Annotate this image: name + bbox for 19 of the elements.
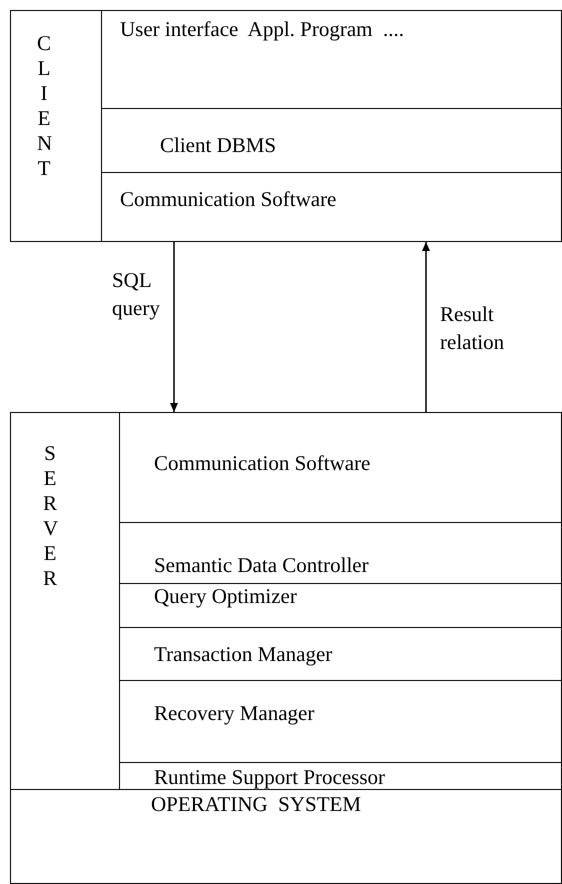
layer-label: User interface Appl. Program .... (120, 17, 404, 42)
edge-label: Result relation (440, 301, 506, 356)
layer-label: Semantic Data Controller (154, 553, 369, 578)
arrow (170, 242, 178, 412)
layer-label: Runtime Support Processor (154, 765, 385, 790)
layer-label: OPERATING SYSTEM (151, 792, 362, 817)
tier-box (10, 10, 562, 242)
layer-label: Query Optimizer (154, 584, 297, 609)
layer-label: Transaction Manager (154, 642, 332, 667)
arrow (422, 242, 430, 412)
edge-label: SQL query (112, 267, 161, 322)
layer-label: Communication Software (120, 187, 336, 212)
layer-label: Communication Software (154, 451, 370, 476)
layer-label: Client DBMS (160, 133, 276, 158)
layer-label: Recovery Manager (154, 701, 314, 726)
layer-box (10, 790, 562, 884)
tier-label: CLIENT (37, 31, 51, 181)
tier-label: SERVER (43, 441, 57, 591)
tier-box (10, 412, 562, 790)
